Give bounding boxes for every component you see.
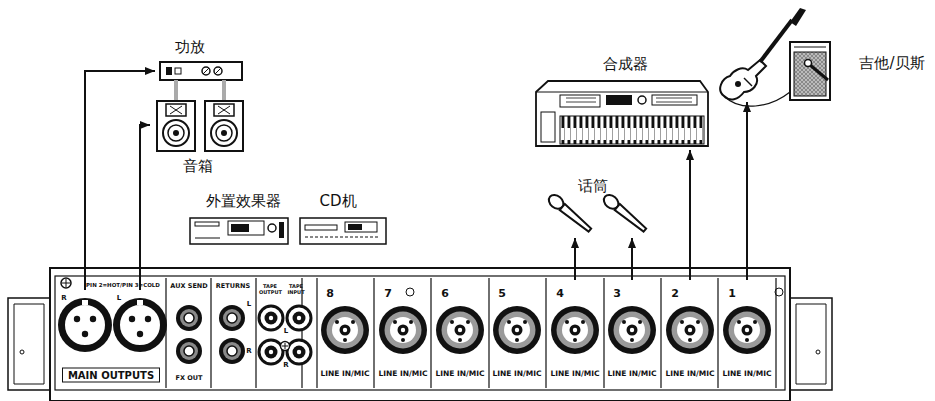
input-channel: 4LINE IN/MIC bbox=[548, 280, 601, 384]
signal-cable bbox=[689, 150, 691, 280]
panel-label: L bbox=[284, 328, 288, 336]
speakers: 音箱 bbox=[150, 97, 250, 177]
panel-label: TAPE OUTPUT bbox=[259, 284, 281, 295]
panel-label: TAPE INPUT bbox=[285, 284, 307, 295]
device-label: PIN 2=HOT/PIN 3=COLD bbox=[86, 282, 160, 288]
device-label: LINE IN/MIC bbox=[607, 370, 656, 378]
panel-label: R bbox=[283, 362, 288, 370]
input-channel: 1LINE IN/MIC bbox=[720, 280, 773, 384]
device-label: 5 bbox=[498, 288, 506, 300]
input-channel: 6LINE IN/MIC bbox=[433, 280, 486, 384]
microphones: 话筒 bbox=[540, 172, 662, 238]
panel-label: AUX SEND bbox=[170, 283, 207, 290]
signal-cable bbox=[85, 71, 155, 290]
device-label: 2 bbox=[671, 288, 679, 300]
output-jack: R bbox=[58, 290, 112, 352]
device-label: LINE IN/MIC bbox=[492, 370, 541, 378]
signal-cable bbox=[574, 238, 576, 280]
device-label: 合成器 bbox=[603, 56, 648, 73]
device-label: LINE IN/MIC bbox=[378, 370, 427, 378]
device-label: LINE IN/MIC bbox=[435, 370, 484, 378]
device-label: 1 bbox=[728, 288, 736, 300]
effects-unit: 外置效果器 bbox=[185, 188, 296, 246]
device-label: LINE IN/MIC bbox=[722, 370, 771, 378]
panel-label: FX OUT bbox=[176, 375, 203, 382]
device-label: 3 bbox=[613, 288, 621, 300]
output-jack: L bbox=[113, 290, 167, 352]
device-label: 8 bbox=[326, 288, 334, 300]
panel-label: RETURNS bbox=[216, 283, 250, 290]
panel-label: R bbox=[246, 348, 251, 356]
input-channel: 3LINE IN/MIC bbox=[605, 280, 658, 384]
amplifier: 功放 bbox=[155, 34, 250, 82]
device-label: 7 bbox=[384, 288, 392, 300]
input-channel: 7LINE IN/MIC bbox=[376, 280, 429, 384]
device-label: 功放 bbox=[175, 39, 205, 56]
section-title: MAIN OUTPUTS bbox=[62, 368, 160, 383]
device-label: CD机 bbox=[319, 193, 356, 210]
input-channel: 2LINE IN/MIC bbox=[663, 280, 716, 384]
synthesizer: 合成器 bbox=[530, 50, 712, 150]
device-label: 外置效果器 bbox=[206, 193, 281, 210]
signal-cable bbox=[631, 238, 633, 280]
device-label: L bbox=[117, 295, 121, 303]
device-label: LINE IN/MIC bbox=[320, 370, 369, 378]
device-label: LINE IN/MIC bbox=[550, 370, 599, 378]
signal-cable bbox=[140, 125, 150, 290]
input-channel: 5LINE IN/MIC bbox=[490, 280, 543, 384]
device-label: 话筒 bbox=[578, 178, 608, 195]
device-label: 4 bbox=[556, 288, 564, 300]
device-label: 6 bbox=[441, 288, 449, 300]
guitar-bass: 吉他/贝斯 bbox=[715, 4, 932, 102]
device-label: LINE IN/MIC bbox=[665, 370, 714, 378]
cd-player: CD机 bbox=[298, 188, 390, 246]
device-label: 吉他/贝斯 bbox=[859, 55, 924, 72]
input-channel: 8LINE IN/MIC bbox=[318, 280, 371, 384]
device-label: 音箱 bbox=[183, 158, 213, 175]
device-label: R bbox=[61, 295, 66, 303]
signal-cable bbox=[746, 102, 748, 280]
main-outputs: PIN 2=HOT/PIN 3=COLD MAIN OUTPUTS R L bbox=[56, 278, 169, 388]
panel-label: L bbox=[247, 301, 251, 309]
